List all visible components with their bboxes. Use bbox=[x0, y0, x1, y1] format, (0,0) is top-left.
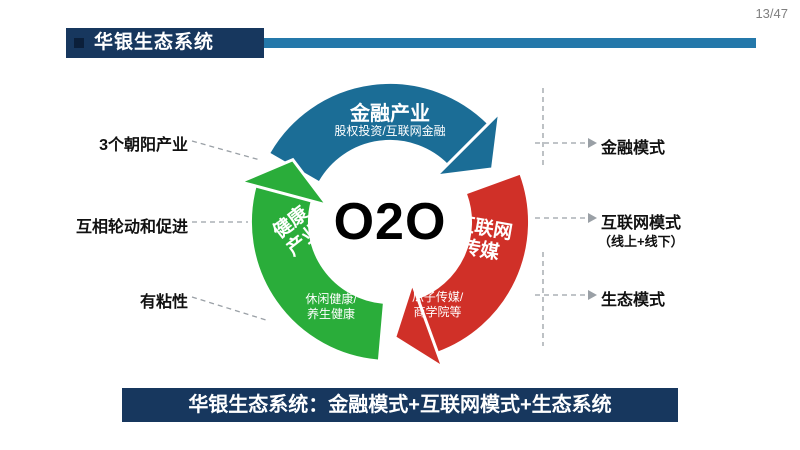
health-arrowhead-icon bbox=[235, 157, 332, 208]
left-label-stickiness: 有粘性 bbox=[139, 294, 188, 311]
footer-banner: 华银生态系统：金融模式+互联网模式+生态系统 bbox=[122, 388, 678, 422]
right-label-internet-model: 互联网模式 bbox=[601, 215, 682, 232]
o2o-center-label: O2O bbox=[333, 193, 447, 251]
title-accent-bar bbox=[264, 38, 756, 48]
internet-media-arrow-arc bbox=[417, 174, 528, 352]
connector-arrowhead-icon bbox=[588, 290, 597, 300]
left-label-mutual-rotation: 互相轮动和促进 bbox=[75, 219, 188, 236]
finance-arrow-arc bbox=[270, 83, 488, 182]
health-segment-sublabel: 休闲健康/ 养生健康 bbox=[305, 292, 357, 321]
connector-arrowhead-icon bbox=[588, 213, 597, 223]
right-label-internet-model-sub: （线上+线下） bbox=[598, 234, 684, 249]
finance-segment-label: 金融产业 bbox=[350, 103, 430, 125]
right-label-ecosystem-model: 生态模式 bbox=[601, 292, 666, 309]
health-arrow-arc bbox=[251, 186, 384, 360]
page-number: 13/47 bbox=[755, 6, 788, 21]
internet-media-arrowhead-icon bbox=[392, 278, 446, 372]
connector-arrowhead-icon bbox=[588, 138, 597, 148]
finance-arrowhead-icon bbox=[431, 108, 502, 179]
left-label-sunrise-industries: 3个朝阳产业 bbox=[99, 137, 188, 154]
connector-line bbox=[191, 140, 261, 161]
right-label-finance-model: 金融模式 bbox=[601, 140, 666, 157]
slide-title: 华银生态系统 bbox=[94, 32, 215, 53]
title-banner: 华银生态系统 bbox=[66, 28, 264, 58]
finance-segment-sublabel: 股权投资/互联网金融 bbox=[334, 124, 446, 138]
title-bullet-square bbox=[74, 38, 84, 48]
internet-media-segment-sublabel: 瓜子传媒/ 商学院等 bbox=[411, 290, 464, 319]
connector-line bbox=[191, 296, 267, 321]
